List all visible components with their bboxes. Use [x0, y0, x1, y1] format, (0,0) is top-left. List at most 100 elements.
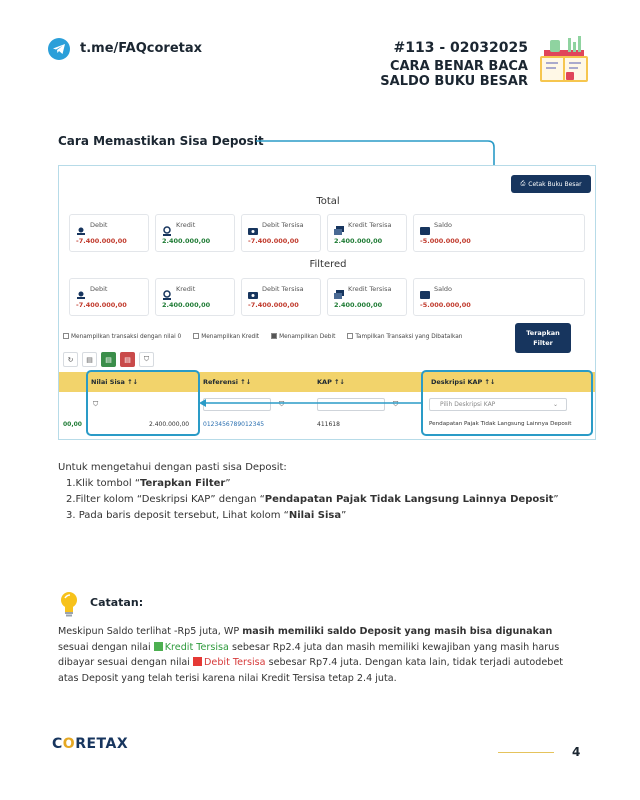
col-deskripsi-kap[interactable]: Deskripsi KAP ↑↓ — [431, 378, 495, 386]
logo-o: O — [62, 736, 76, 752]
cetak-buku-besar-button[interactable]: ⎙ Cetak Buku Besar — [511, 175, 591, 193]
col-label: Nilai Sisa — [91, 378, 125, 386]
checkbox-label: Menampilkan Kredit — [201, 334, 260, 340]
card-value: -5.000.000,00 — [420, 237, 471, 245]
cards-icon — [334, 285, 344, 299]
step-3: 3. Pada baris deposit tersebut, Lihat ko… — [58, 508, 559, 524]
note-text: sebesar Rp2.4 juta dan masih memiliki ke… — [58, 641, 560, 669]
filter-funnel-icon[interactable]: ⛉ — [93, 400, 99, 408]
kredit-tersisa-label: Kredit Tersisa — [164, 641, 229, 653]
footer-divider — [498, 752, 554, 753]
post-title-line2: SALDO BUKU BESAR — [380, 74, 528, 89]
red-square-icon — [193, 657, 203, 666]
pdf-icon[interactable]: ▤ — [120, 352, 135, 367]
step-2: 2.Filter kolom “Deskripsi KAP” dengan “P… — [58, 492, 559, 508]
table-toolbar: ↻ ▤ ▤ ▤ ⛉ — [63, 352, 154, 367]
excel-icon[interactable]: ▤ — [101, 352, 116, 367]
card-filtered-kredit-tersisa: Kredit Tersisa 2.400.000,00 — [327, 278, 407, 316]
card-value: 2.400.000,00 — [334, 301, 383, 309]
card-label: Kredit Tersisa — [348, 285, 392, 293]
card-filtered-kredit: Kredit 2.400.000,00 — [155, 278, 235, 316]
card-label: Debit Tersisa — [262, 285, 304, 293]
logo-c: C — [52, 736, 63, 752]
table-row[interactable]: 00,00 2.400.000,00 0123456789012345 4116… — [59, 418, 595, 434]
card-total-debit: Debit -7.400.000,00 — [69, 214, 149, 252]
refresh-icon[interactable]: ↻ — [63, 352, 78, 367]
col-kap[interactable]: KAP ↑↓ — [317, 378, 345, 386]
sort-icon: ↑↓ — [334, 378, 346, 386]
col-referensi[interactable]: Referensi ↑↓ — [203, 378, 251, 386]
section-title: Cara Memastikan Sisa Deposit — [58, 134, 264, 148]
checkbox-kredit[interactable]: Menampilkan Kredit — [193, 333, 259, 340]
coretax-logo: CORETAX — [52, 736, 128, 752]
card-total-kredit-tersisa: Kredit Tersisa 2.400.000,00 — [327, 214, 407, 252]
card-label: Kredit Tersisa — [348, 221, 392, 229]
debit-icon — [76, 285, 86, 299]
printer-icon: ⎙ — [520, 180, 526, 187]
card-value: -7.400.000,00 — [76, 237, 127, 245]
checkbox-debit[interactable]: Menampilkan Debit — [271, 333, 335, 340]
card-filtered-saldo: Saldo -5.000.000,00 — [413, 278, 585, 316]
ledger-book-icon — [540, 36, 588, 82]
green-square-icon — [153, 641, 163, 651]
card-label: Saldo — [434, 221, 453, 229]
checkbox-dibatalkan[interactable]: Tampilkan Transaksi yang Dibatalkan — [347, 333, 462, 340]
wallet-icon — [248, 221, 258, 235]
debit-icon — [76, 221, 86, 235]
step-text: ” — [225, 478, 231, 489]
wallet-icon — [248, 285, 258, 299]
card-label: Saldo — [434, 285, 453, 293]
card-label: Debit — [90, 221, 108, 229]
saldo-icon — [420, 285, 430, 299]
card-value: 2.400.000,00 — [162, 237, 211, 245]
filter-checkboxes: Menampilkan transaksi dengan nilai 0 Men… — [63, 333, 462, 340]
note-text: Meskipun Saldo terlihat -Rp5 juta, WP — [58, 626, 243, 637]
catatan-title: Catatan: — [90, 596, 144, 609]
note-bold: masih memiliki saldo Deposit yang masih … — [242, 626, 553, 637]
card-total-kredit: Kredit 2.400.000,00 — [155, 214, 235, 252]
card-filtered-debit: Debit -7.400.000,00 — [69, 278, 149, 316]
clear-filter-icon[interactable]: ⛉ — [139, 352, 154, 367]
card-total-debit-tersisa: Debit Tersisa -7.400.000,00 — [241, 214, 321, 252]
table-header: Nilai Sisa ↑↓ Referensi ↑↓ KAP ↑↓ Deskri… — [59, 372, 595, 392]
sort-icon: ↑↓ — [127, 378, 139, 386]
card-label: Debit — [90, 285, 108, 293]
kap-filter-input[interactable] — [317, 398, 385, 411]
card-value: 2.400.000,00 — [162, 301, 211, 309]
debit-tersisa-label: Debit Tersisa — [204, 657, 266, 668]
cell-nilai-sisa: 2.400.000,00 — [149, 421, 190, 428]
cell-lead: 00,00 — [63, 421, 82, 428]
checkbox-label: Menampilkan transaksi dengan nilai 0 — [71, 334, 182, 340]
step-text: ” — [553, 494, 559, 505]
terapkan-filter-button[interactable]: Terapkan Filter — [515, 323, 571, 353]
filter-funnel-icon[interactable]: ⛉ — [393, 400, 399, 408]
card-filtered-debit-tersisa: Debit Tersisa -7.400.000,00 — [241, 278, 321, 316]
channel-link[interactable]: t.me/FAQcoretax — [80, 41, 203, 56]
chevron-down-icon: ⌄ — [552, 401, 558, 408]
card-value: -7.400.000,00 — [76, 301, 127, 309]
document-icon[interactable]: ▤ — [82, 352, 97, 367]
logo-retax: RETAX — [75, 736, 129, 752]
header: t.me/FAQcoretax #113 - 02032025 CARA BEN… — [0, 0, 640, 100]
step-bold: Nilai Sisa — [288, 510, 342, 521]
terapkan-label-2: Filter — [533, 339, 553, 347]
card-value: -7.400.000,00 — [248, 237, 299, 245]
checkbox-nilai-nol[interactable]: Menampilkan transaksi dengan nilai 0 — [63, 333, 181, 340]
sort-icon: ↑↓ — [240, 378, 252, 386]
highlight-deskripsi-kap — [421, 370, 593, 436]
deskripsi-kap-dropdown[interactable]: Pilih Deskripsi KAP ⌄ — [429, 398, 567, 411]
cetak-button-label: Cetak Buku Besar — [528, 180, 582, 188]
cell-kap: 411618 — [317, 421, 340, 428]
cards-icon — [334, 221, 344, 235]
card-label: Debit Tersisa — [262, 221, 304, 229]
col-nilai-sisa[interactable]: Nilai Sisa ↑↓ — [91, 378, 138, 386]
filter-funnel-icon[interactable]: ⛉ — [279, 400, 285, 408]
telegram-icon — [48, 38, 70, 60]
note-text: sesuai dengan nilai — [58, 641, 154, 653]
step-text: 3. Pada baris deposit tersebut, Lihat ko… — [66, 510, 289, 521]
step-text: 2.Filter kolom “Deskripsi KAP” dengan “ — [66, 494, 265, 505]
filtered-title: Filtered — [309, 259, 347, 270]
kredit-icon — [162, 285, 172, 300]
card-label: Kredit — [176, 285, 196, 293]
card-value: -5.000.000,00 — [420, 301, 471, 309]
